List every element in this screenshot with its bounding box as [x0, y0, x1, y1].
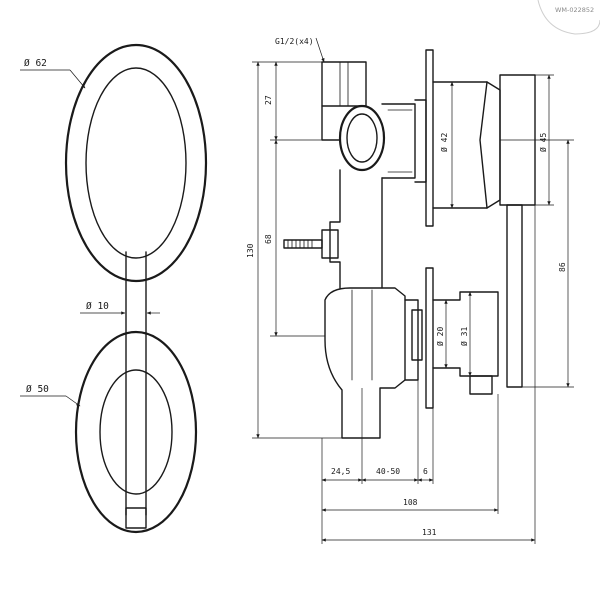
dim-68-label: 68 — [264, 234, 273, 244]
side-view: G1/2(x4) — [246, 37, 574, 544]
dim-d20-label: Ø 20 — [435, 327, 445, 346]
upper-inlet-block — [321, 61, 367, 107]
lower-collar — [404, 299, 419, 381]
dim-108-label: 108 — [403, 498, 418, 507]
dim-d31-label: Ø 31 — [459, 327, 469, 346]
thread-callout: G1/2(x4) — [275, 37, 314, 46]
lever-end — [125, 507, 147, 529]
upper-rose-plate — [425, 49, 434, 227]
lower-knob — [432, 291, 499, 377]
front-view: Ø 62 Ø 10 Ø 50 — [20, 43, 208, 534]
dim-40-label: 40-50 — [376, 467, 400, 476]
watermark-text: WM-022852 — [555, 6, 594, 14]
upper-cartridge-body — [381, 103, 416, 179]
upper-hub-curve — [479, 81, 488, 209]
lever-outline — [125, 251, 147, 516]
lower-nut — [411, 309, 423, 361]
lower-body-lines — [351, 289, 373, 381]
lower-rose-inner — [99, 369, 173, 495]
lower-rose-plate — [425, 267, 434, 409]
d50-leader — [65, 395, 81, 407]
dim-24-label: 24,5 — [331, 467, 350, 476]
lower-rose-outline — [74, 330, 198, 534]
dim-6-label: 6 — [423, 467, 428, 476]
dim-27-label: 27 — [264, 95, 273, 105]
outer-rose-outline — [64, 43, 208, 283]
lower-diverter-body — [324, 287, 406, 439]
dim-130-label: 130 — [246, 243, 255, 258]
body-middle-left — [329, 169, 341, 289]
lower-knob-cap — [469, 375, 493, 395]
outer-rose-inner — [85, 67, 187, 259]
d50-label: Ø 50 — [26, 384, 49, 395]
round-port-inner — [346, 113, 378, 163]
d62-leader — [69, 69, 86, 89]
watermark-badge: WM-022852 — [537, 0, 600, 35]
upper-cartridge-lines — [387, 109, 413, 173]
dim-131-label: 131 — [422, 528, 437, 537]
d62-label: Ø 62 — [24, 58, 47, 69]
round-port-outer — [338, 104, 386, 172]
bolt-nut — [321, 229, 339, 259]
thread-leader — [315, 37, 325, 63]
lever-stem — [506, 204, 523, 388]
fixing-bolt — [283, 239, 323, 249]
upper-collar — [414, 99, 427, 183]
dim-d42-label: Ø 42 — [439, 133, 449, 152]
d10-label: Ø 10 — [86, 301, 109, 312]
dim-d45-label: Ø 45 — [538, 133, 548, 152]
dim-86-label: 86 — [558, 262, 567, 272]
bolt-thread — [287, 239, 313, 249]
body-left-upper — [321, 105, 341, 141]
upper-inlet-thread — [339, 61, 349, 107]
